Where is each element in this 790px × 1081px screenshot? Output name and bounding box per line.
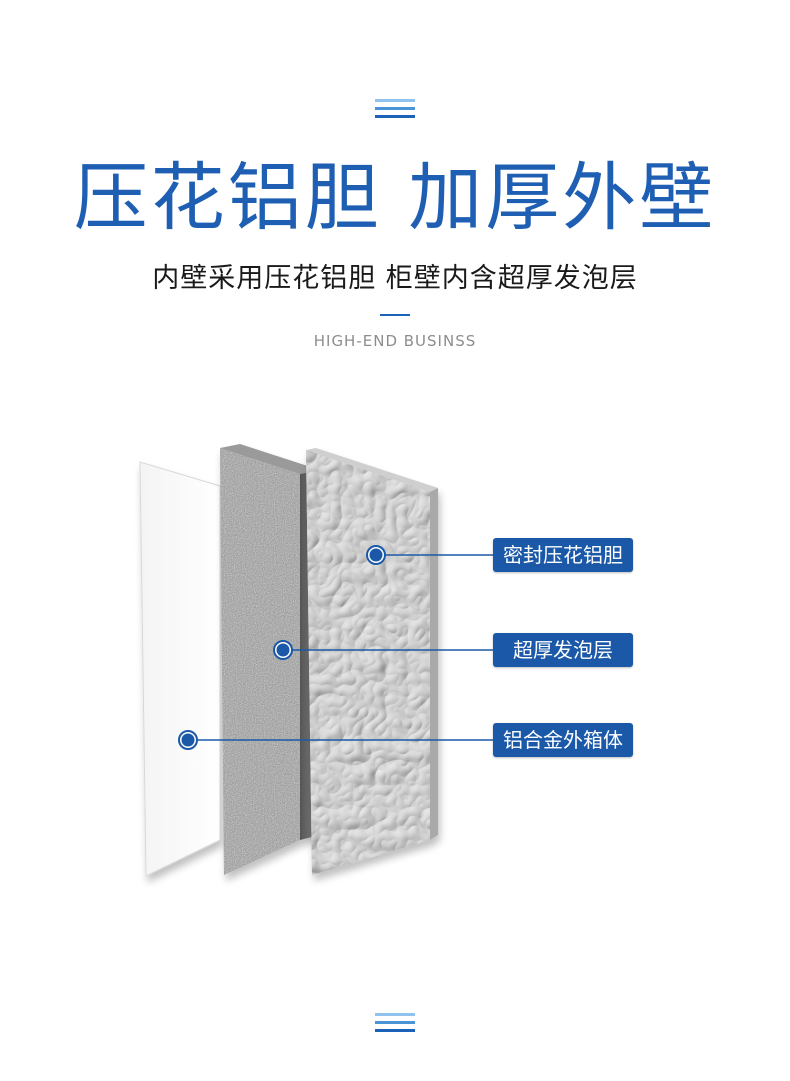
menu-lines-icon-bottom: [375, 1013, 415, 1037]
callout-dot-foam: [273, 640, 293, 660]
label-outer-shell: 铝合金外箱体: [493, 723, 633, 757]
callout-dot-outer: [178, 730, 198, 750]
label-inner-liner: 密封压花铝胆: [493, 538, 633, 572]
label-foam-layer: 超厚发泡层: [493, 633, 633, 667]
menu-lines-icon: [375, 99, 415, 123]
page-title: 压花铝胆 加厚外壁: [73, 155, 717, 241]
title-divider: [380, 314, 410, 316]
page-subtitle: 内壁采用压花铝胆 柜壁内含超厚发泡层: [152, 263, 638, 294]
panel-layers-illustration: [139, 444, 495, 877]
tagline: HIGH-END BUSINSS: [313, 332, 477, 350]
callout-dot-inner: [366, 545, 386, 565]
